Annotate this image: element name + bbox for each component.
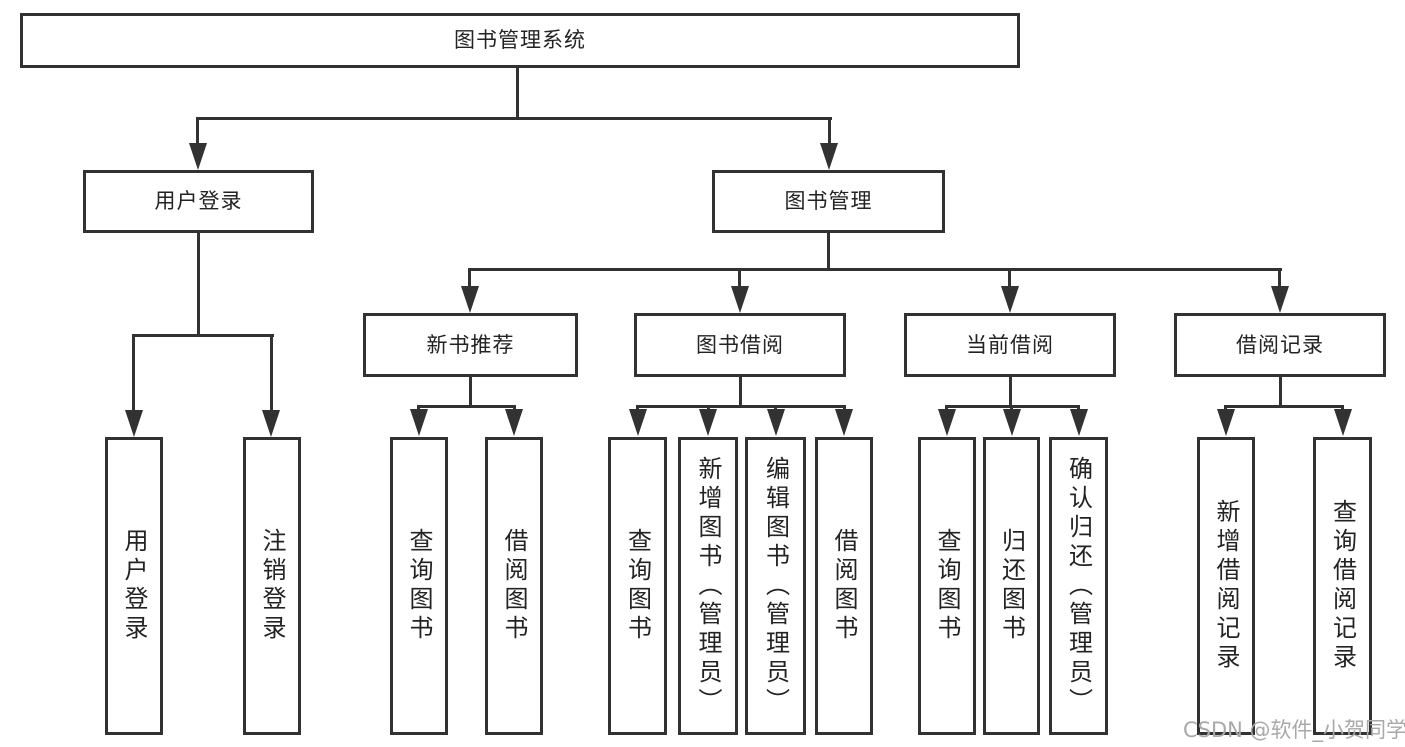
connector-line xyxy=(197,233,200,337)
connector-line xyxy=(270,334,273,412)
leaf-current-query-books: 查询图书 xyxy=(918,437,976,735)
connector-line xyxy=(636,405,846,408)
leaf-current-query-books-label: 查询图书 xyxy=(933,528,961,644)
arrow-down-icon xyxy=(1001,286,1019,313)
leaf-newbook-borrow-books: 借阅图书 xyxy=(485,437,543,735)
node-new-book-recommend: 新书推荐 xyxy=(363,313,578,377)
arrow-down-icon xyxy=(410,409,428,436)
arrow-down-icon xyxy=(1217,409,1235,436)
arrow-down-icon xyxy=(189,143,207,170)
arrow-down-icon xyxy=(835,409,853,436)
node-borrowing-records: 借阅记录 xyxy=(1174,313,1386,377)
connector-line xyxy=(1279,377,1282,408)
connector-line xyxy=(468,268,1282,271)
leaf-user-login-label: 用户登录 xyxy=(120,528,148,644)
arrow-down-icon xyxy=(1334,409,1352,436)
leaf-borrow-query-books-label: 查询图书 xyxy=(623,528,652,644)
leaf-current-return-books: 归还图书 xyxy=(983,437,1040,735)
leaf-borrow-edit-books-admin-label: 编辑图书（管理员） xyxy=(761,455,790,717)
leaf-borrow-add-books-admin-label: 新增图书（管理员） xyxy=(694,455,722,717)
connector-line xyxy=(738,268,741,288)
arrow-down-icon xyxy=(1070,409,1088,436)
connector-line xyxy=(196,117,199,147)
connector-line xyxy=(739,377,742,408)
connector-line xyxy=(417,405,420,411)
leaf-records-add-record-label: 新增借阅记录 xyxy=(1212,499,1240,673)
connector-line xyxy=(828,117,831,147)
watermark: CSDN @软件_小贺同学 xyxy=(1183,718,1405,742)
leaf-borrow-edit-books-admin: 编辑图书（管理员） xyxy=(745,437,806,735)
connector-line xyxy=(417,405,516,408)
arrow-down-icon xyxy=(938,409,956,436)
connector-line xyxy=(1278,268,1281,288)
arrow-down-icon xyxy=(731,286,749,313)
arrow-down-icon xyxy=(505,409,523,436)
leaf-user-login: 用户登录 xyxy=(105,437,163,735)
connector-line xyxy=(196,117,832,120)
leaf-borrow-borrow-books-label: 借阅图书 xyxy=(830,528,858,644)
node-book-borrowing: 图书借阅 xyxy=(634,313,846,377)
node-book-borrowing-label: 图书借阅 xyxy=(696,332,784,357)
node-current-borrowing-label: 当前借阅 xyxy=(966,332,1054,357)
leaf-current-return-books-label: 归还图书 xyxy=(997,528,1026,644)
connector-line xyxy=(513,405,516,411)
leaf-newbook-query-books-label: 查询图书 xyxy=(405,528,433,644)
connector-line xyxy=(774,405,777,411)
node-borrowing-records-label: 借阅记录 xyxy=(1236,332,1324,357)
node-new-book-recommend-label: 新书推荐 xyxy=(426,332,515,357)
connector-line xyxy=(827,233,830,271)
arrow-down-icon xyxy=(699,409,717,436)
connector-line xyxy=(132,334,135,412)
connector-line xyxy=(945,405,948,411)
arrow-down-icon xyxy=(125,410,143,437)
leaf-newbook-query-books: 查询图书 xyxy=(390,437,448,735)
connector-line xyxy=(1077,405,1080,411)
node-book-management: 图书管理 xyxy=(712,170,945,233)
connector-line xyxy=(1224,405,1227,411)
connector-line xyxy=(469,377,472,408)
arrow-down-icon xyxy=(629,409,647,436)
connector-line xyxy=(707,405,710,411)
connector-line xyxy=(1224,405,1344,408)
arrow-down-icon xyxy=(461,286,479,313)
arrow-down-icon xyxy=(262,410,280,437)
leaf-records-query-record: 查询借阅记录 xyxy=(1313,437,1372,735)
node-root-label: 图书管理系统 xyxy=(454,28,586,52)
connector-line xyxy=(516,68,519,118)
leaf-borrow-query-books: 查询图书 xyxy=(608,437,667,735)
arrow-down-icon xyxy=(767,409,785,436)
connector-line xyxy=(1010,405,1013,411)
leaf-newbook-borrow-books-label: 借阅图书 xyxy=(500,528,528,644)
connector-line xyxy=(468,268,471,288)
connector-line xyxy=(1341,405,1344,411)
leaf-records-add-record: 新增借阅记录 xyxy=(1197,437,1255,735)
connector-line xyxy=(1009,377,1012,408)
connector-line xyxy=(636,405,639,411)
leaf-borrow-borrow-books: 借阅图书 xyxy=(815,437,873,735)
leaf-current-confirm-return-admin: 确认归还（管理员） xyxy=(1049,437,1108,735)
node-user-login: 用户登录 xyxy=(83,170,314,233)
leaf-logout-label: 注销登录 xyxy=(258,528,286,644)
arrow-down-icon xyxy=(820,143,838,170)
connector-line xyxy=(1008,268,1011,288)
leaf-records-query-record-label: 查询借阅记录 xyxy=(1328,499,1357,673)
node-book-management-label: 图书管理 xyxy=(784,189,873,213)
connector-line xyxy=(132,334,274,337)
leaf-logout: 注销登录 xyxy=(243,437,301,735)
node-user-login-label: 用户登录 xyxy=(154,189,243,213)
leaf-borrow-add-books-admin: 新增图书（管理员） xyxy=(678,437,738,735)
arrow-down-icon xyxy=(1271,286,1289,313)
arrow-down-icon xyxy=(1003,409,1021,436)
connector-line xyxy=(843,405,846,411)
node-root: 图书管理系统 xyxy=(20,13,1020,68)
node-current-borrowing: 当前借阅 xyxy=(904,313,1116,377)
leaf-current-confirm-return-admin-label: 确认归还（管理员） xyxy=(1064,455,1093,717)
